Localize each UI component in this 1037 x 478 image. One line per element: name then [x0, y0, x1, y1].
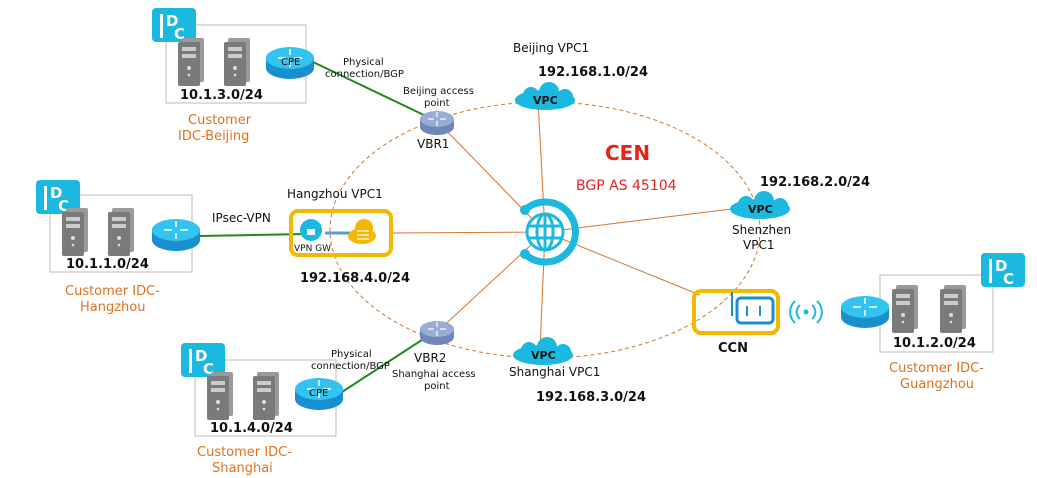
idc-cidr: 10.1.4.0/24: [210, 421, 293, 436]
server-icon: [207, 372, 233, 420]
vbr1-router[interactable]: [419, 110, 455, 136]
guangzhou-router[interactable]: [840, 295, 890, 329]
beijing-vpc-icon[interactable]: VPC: [515, 82, 575, 110]
vbr1-label: VBR1: [417, 137, 449, 151]
server-icon: [253, 372, 279, 420]
access-point-label: point: [424, 98, 450, 109]
link-label: connection/BGP: [311, 361, 390, 372]
hangzhou-router[interactable]: [151, 218, 201, 252]
svg-text:VPC: VPC: [533, 94, 558, 107]
wireless-signal-icon: [789, 300, 823, 324]
vpc-name: Shenzhen: [732, 223, 791, 237]
svg-text:VPC: VPC: [531, 349, 556, 362]
idc-cidr: 10.1.1.0/24: [66, 257, 149, 272]
ipsec-label: IPsec-VPN: [212, 211, 271, 225]
vpc-cidr: 192.168.2.0/24: [760, 175, 870, 190]
cen-globe-icon[interactable]: [520, 198, 579, 266]
idc-label: IDC-Beijing: [178, 129, 249, 144]
access-point-label: point: [424, 381, 450, 392]
cen-bgp-as: BGP AS 45104: [576, 178, 677, 194]
vpn-gw-label: VPN GW: [294, 244, 331, 254]
ccn-icon: [731, 292, 775, 325]
idc-cidr: 10.1.3.0/24: [180, 88, 263, 103]
idc-label: Customer IDC-: [197, 445, 292, 460]
idc-label: Customer IDC-: [65, 284, 160, 299]
hangzhou-vpc-box[interactable]: VPN GW: [289, 209, 393, 257]
cpe-label: CPE: [281, 57, 300, 68]
beijing-physical-link: [312, 61, 429, 118]
vpc-name: Beijing VPC1: [513, 41, 589, 55]
link-label: Physical: [343, 57, 384, 68]
vpc-name: VPC1: [743, 238, 774, 252]
server-icon: [940, 285, 966, 333]
idc-cidr: 10.1.2.0/24: [893, 336, 976, 351]
idc-label: Hangzhou: [80, 300, 146, 315]
server-icon: [62, 208, 88, 256]
vbr2-label: VBR2: [414, 351, 446, 365]
idc-badge-icon: [981, 253, 1025, 288]
vpc-cidr: 192.168.3.0/24: [536, 390, 646, 405]
ipsec-vpn-link: [199, 233, 306, 237]
server-icon: [224, 38, 250, 86]
ccn-box[interactable]: [692, 289, 780, 335]
vpn-gateway-icon: [300, 219, 322, 241]
server-icon: [892, 285, 918, 333]
vpc-name: Shanghai VPC1: [509, 365, 600, 379]
vpc-name: Hangzhou VPC1: [287, 187, 383, 201]
shanghai-vpc-icon[interactable]: VPC: [513, 337, 573, 365]
shenzhen-vpc-icon[interactable]: VPC: [730, 191, 790, 219]
idc-guangzhou: 10.1.2.0/24 Customer IDC- Guangzhou: [879, 253, 1025, 392]
vbr2-router[interactable]: [419, 320, 455, 346]
ccn-label: CCN: [718, 341, 748, 356]
access-point-label: Shanghai access: [392, 369, 476, 380]
link-label: connection/BGP: [325, 69, 404, 80]
vpc-cidr: 192.168.4.0/24: [300, 271, 410, 286]
server-icon: [178, 38, 204, 86]
idc-shanghai: 10.1.4.0/24 Customer IDC- Shanghai: [181, 343, 337, 476]
shanghai-physical-link: [341, 335, 429, 393]
link-label: Physical: [331, 349, 372, 360]
svg-text:VPC: VPC: [748, 203, 773, 216]
idc-label: Customer IDC-: [889, 361, 984, 376]
vpc-cloud-icon: [348, 219, 376, 244]
idc-badge-icon: [152, 8, 196, 43]
vpc-cidr: 192.168.1.0/24: [538, 65, 648, 80]
server-icon: [108, 208, 134, 256]
cen-title: CEN: [605, 141, 650, 165]
idc-label: Guangzhou: [900, 377, 974, 392]
cpe-label: CPE: [309, 388, 328, 399]
access-point-label: Beijing access: [403, 86, 474, 97]
idc-label: Shanghai: [212, 461, 273, 476]
idc-label: Customer: [188, 113, 252, 128]
